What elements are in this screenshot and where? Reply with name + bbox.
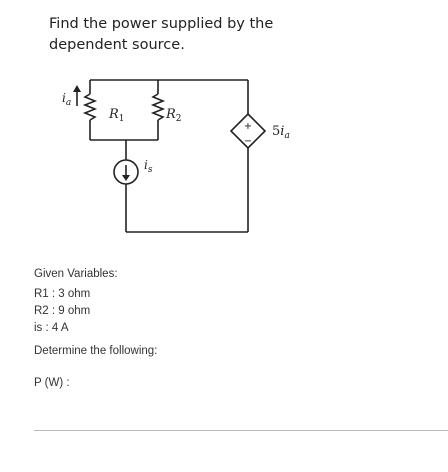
- is-label: is: [144, 158, 153, 175]
- given-is: is : 4 A: [34, 322, 69, 334]
- given-heading: Given Variables:: [34, 268, 118, 280]
- current-source-arrow-head: [122, 175, 130, 181]
- dependent-source-label: 5ia: [272, 124, 290, 141]
- dep-minus-sign: −: [244, 136, 252, 147]
- answer-label-power: P (W) :: [34, 377, 70, 389]
- circuit-diagram: ia R1 R2 is + − 5ia: [62, 79, 290, 233]
- r2-label: R2: [165, 107, 182, 124]
- question-line-1: Find the power supplied by the: [49, 16, 274, 32]
- question-text: Find the power supplied by the dependent…: [49, 14, 309, 56]
- ia-arrow-head: [73, 85, 81, 92]
- ia-label: ia: [62, 91, 71, 108]
- determine-heading: Determine the following:: [34, 345, 158, 357]
- resistor-r2: [150, 93, 166, 121]
- given-r1: R1 : 3 ohm: [34, 288, 91, 300]
- r1-label: R1: [108, 107, 125, 124]
- answer-divider: [34, 430, 448, 431]
- question-line-2: dependent source.: [49, 37, 185, 53]
- resistor-r1: [82, 93, 98, 121]
- dep-plus-sign: +: [244, 121, 252, 132]
- given-variables: Given Variables: R1 : 3 ohm R2 : 9 ohm i…: [34, 266, 118, 337]
- given-r2: R2 : 9 ohm: [34, 305, 91, 317]
